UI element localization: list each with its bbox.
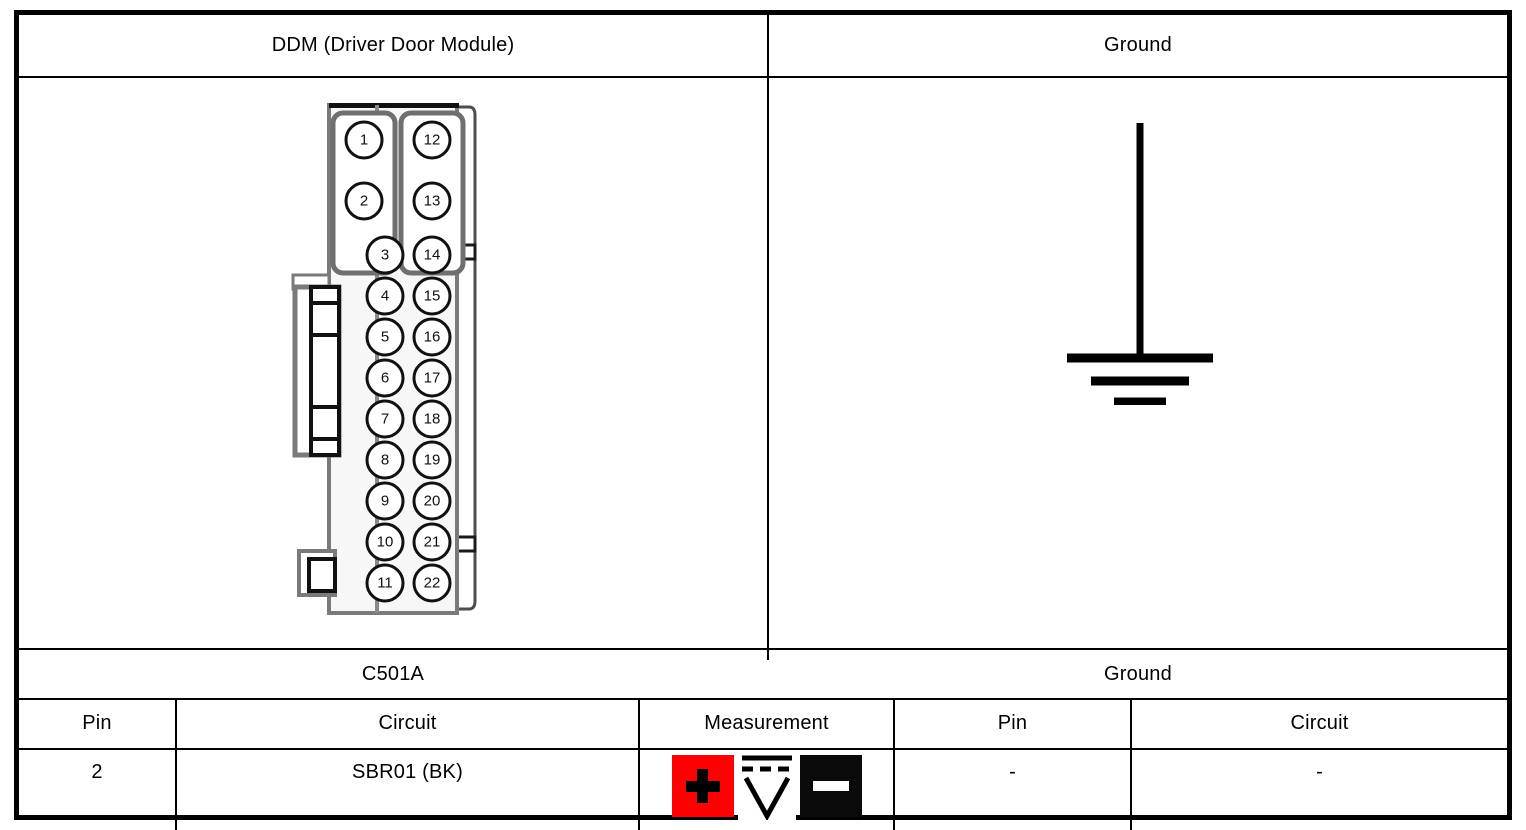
pin-circle-2 — [344, 181, 384, 221]
table-cell-pin-left: 2 — [91, 760, 103, 783]
pin-label-8: 8 — [381, 452, 389, 469]
pin-circle-22 — [412, 563, 452, 603]
plus-vertical-stroke — [697, 769, 708, 803]
pin-circle-4 — [365, 276, 405, 316]
pin-label-13: 13 — [424, 193, 441, 210]
dc-voltage-svg — [741, 755, 792, 822]
pin-label-9: 9 — [381, 493, 389, 510]
table-header-divider — [19, 748, 1507, 750]
connector-left-latch-tab-bottom — [309, 405, 341, 441]
header-row-divider — [19, 76, 1507, 78]
pin-circle-10 — [365, 522, 405, 562]
pin-circle-20 — [412, 481, 452, 521]
pin-column-left — [344, 120, 405, 603]
table-header-circuit-right: Circuit — [1290, 712, 1349, 734]
pin-label-7: 7 — [381, 411, 389, 428]
pin-circle-8 — [365, 440, 405, 480]
pin-label-3: 3 — [381, 247, 389, 264]
pin-circle-5 — [365, 317, 405, 357]
connector-top-edge — [329, 103, 459, 108]
connector-left-bottom-tab-inner — [307, 557, 337, 593]
pin-circle-7 — [365, 399, 405, 439]
header-left-component: DDM (Driver Door Module) — [271, 34, 515, 56]
pin-circle-13 — [412, 181, 452, 221]
table-cell-circuit-right: - — [1316, 760, 1323, 783]
pin-circle-16 — [412, 317, 452, 357]
pin-label-12: 12 — [424, 132, 441, 149]
pin-label-20: 20 — [424, 493, 441, 510]
pin-circle-3 — [365, 235, 405, 275]
ground-symbol-drawing — [1025, 105, 1255, 407]
pin-circle-18 — [412, 399, 452, 439]
ground-symbol-svg — [1067, 123, 1213, 407]
pin-circle-19 — [412, 440, 452, 480]
table-cell-measurement — [640, 744, 893, 828]
graphics-row-divider — [19, 648, 1507, 650]
pin-circle-21 — [412, 522, 452, 562]
dc-voltage-icon — [737, 752, 796, 822]
pin-circle-12 — [412, 120, 452, 160]
pin-label-4: 4 — [381, 288, 389, 305]
main-vertical-divider — [767, 15, 769, 660]
table-col-divider-4 — [1130, 698, 1132, 830]
pin-label-5: 5 — [381, 329, 389, 346]
connector-svg: 1 2 3 4 5 6 7 8 9 10 11 12 13 14 15 16 — [291, 103, 477, 615]
table-col-divider-3 — [893, 698, 895, 830]
pin-label-21: 21 — [424, 534, 441, 551]
pin-circle-15 — [412, 276, 452, 316]
connector-name-right: Ground — [1104, 662, 1172, 685]
header-right-component: Ground — [1104, 34, 1172, 56]
pin-label-6: 6 — [381, 370, 389, 387]
pin-column-right — [412, 120, 452, 603]
black-minus-probe-icon — [799, 755, 862, 817]
connector-left-latch-tab-top — [309, 301, 341, 337]
pin-circle-11 — [365, 563, 405, 603]
pin-label-15: 15 — [424, 288, 441, 305]
table-header-circuit-left: Circuit — [378, 712, 437, 734]
connector-name-left: C501A — [361, 662, 425, 685]
pin-label-17: 17 — [424, 370, 441, 387]
pin-label-19: 19 — [424, 452, 441, 469]
pin-label-10: 10 — [377, 534, 394, 551]
pin-label-22: 22 — [424, 575, 441, 592]
pin-label-1: 1 — [360, 132, 368, 149]
pin-circle-6 — [365, 358, 405, 398]
table-col-divider-2 — [638, 698, 640, 830]
table-header-measurement: Measurement — [704, 712, 829, 734]
dc-v-glyph — [743, 776, 790, 822]
pin-label-18: 18 — [424, 411, 441, 428]
pin-label-14: 14 — [424, 247, 441, 264]
minus-stroke — [812, 781, 849, 791]
connector-name-row-divider — [19, 698, 1507, 700]
pin-circle-9 — [365, 481, 405, 521]
pin-circle-1 — [344, 120, 384, 160]
pin-circle-17 — [412, 358, 452, 398]
diagram-frame: DDM (Driver Door Module) Ground — [14, 10, 1512, 830]
red-plus-probe-icon — [671, 755, 734, 817]
pin-number-labels: 1 2 3 4 5 6 7 8 9 10 11 12 13 14 15 16 — [360, 132, 441, 592]
connector-c501a-drawing: 1 2 3 4 5 6 7 8 9 10 11 12 13 14 15 16 — [289, 89, 499, 619]
table-header-pin-left: Pin — [82, 712, 112, 734]
pin-label-11: 11 — [377, 575, 393, 592]
pin-circle-14 — [412, 235, 452, 275]
table-cell-pin-right: - — [1009, 760, 1016, 783]
table-header-pin-right: Pin — [997, 712, 1028, 734]
pin-label-2: 2 — [360, 193, 368, 210]
table-cell-circuit-left: SBR01 (BK) — [352, 760, 463, 783]
table-col-divider-1 — [175, 698, 177, 830]
pin-label-16: 16 — [424, 329, 441, 346]
